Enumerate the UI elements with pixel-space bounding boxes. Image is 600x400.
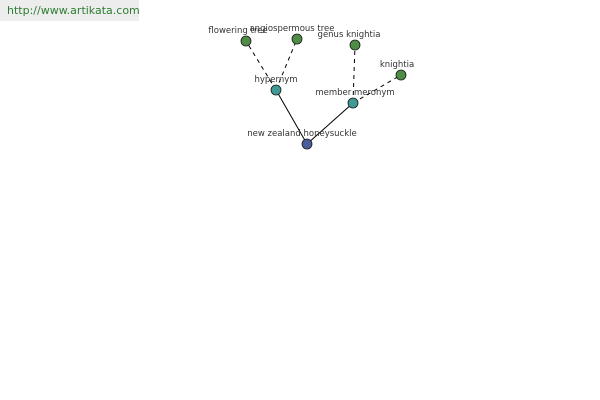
node-angiospermous-tree[interactable] [291,33,303,45]
edge-hypernym-to-angiospermous-tree [275,38,298,91]
node-label-root[interactable]: new zealand honeysuckle [247,129,356,139]
edge-root-to-member-meronym [306,102,354,145]
node-flowering-tree[interactable] [240,35,252,47]
node-label-flowering-tree[interactable]: flowering tree [208,26,267,36]
node-label-knightia[interactable]: knightia [380,60,414,70]
labels-layer: new zealand honeysuckle hypernym member me… [208,24,414,139]
node-genus-knightia[interactable] [349,39,361,51]
node-label-angiospermous-tree[interactable]: angiospermous tree [249,24,334,34]
edge-hypernym-to-flowering-tree [245,40,277,91]
source-url-banner[interactable]: http://www.artikata.com [0,0,140,21]
edges-layer [245,38,402,145]
node-label-hypernym[interactable]: hypernym [254,75,297,85]
node-label-member-meronym[interactable]: member meronym [315,88,394,98]
node-hypernym[interactable] [270,84,282,96]
nodes-layer [240,33,407,150]
node-member-meronym[interactable] [347,97,359,109]
node-root[interactable] [301,138,313,150]
node-label-genus-knightia[interactable]: genus knightia [318,30,381,40]
node-knightia[interactable] [395,69,407,81]
edge-member-meronym-to-knightia [352,74,402,104]
edge-member-meronym-to-genus-knightia [352,44,356,104]
edge-root-to-hypernym [275,89,308,145]
